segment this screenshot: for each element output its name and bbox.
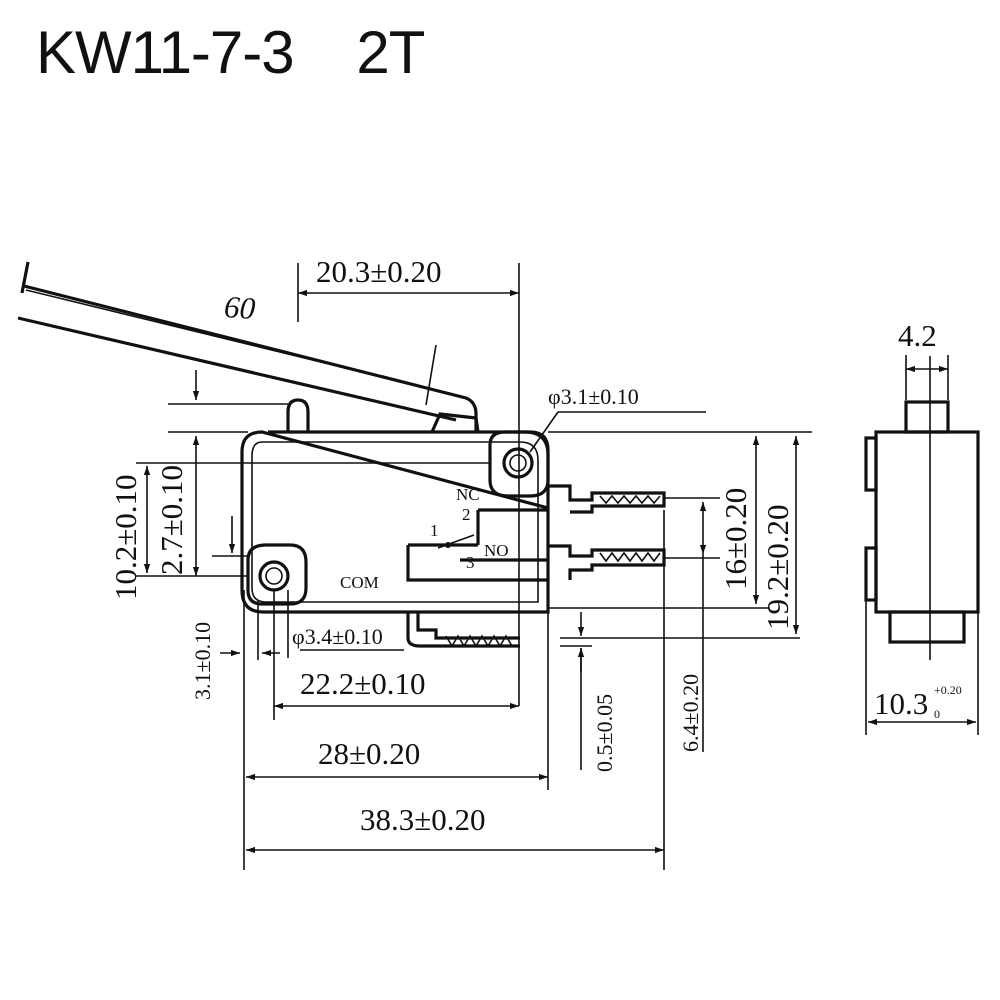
diagram-title: KW11-7-3 2T xyxy=(36,18,425,87)
nc-label: NC xyxy=(456,485,480,504)
internal-contacts xyxy=(406,508,548,582)
overall-height-label: 19.2±0.20 xyxy=(760,504,795,630)
top-mounting-hole xyxy=(488,430,550,498)
com-terminal xyxy=(406,612,520,648)
no-label: NO xyxy=(484,541,509,560)
side-depth-tol-upper: +0.20 xyxy=(934,683,962,697)
model-number: KW11-7-3 xyxy=(36,19,295,86)
com-label: COM xyxy=(340,573,379,592)
lever-arm xyxy=(17,261,478,432)
side-width-label: 4.2 xyxy=(898,318,937,353)
nc-pin-number: 2 xyxy=(462,505,471,524)
model-variant: 2T xyxy=(356,19,425,86)
no-pin-number: 3 xyxy=(466,553,475,572)
nc-terminal xyxy=(548,484,666,514)
bottom-mounting-hole xyxy=(246,543,308,606)
side-depth-tol-lower: 0 xyxy=(934,707,940,721)
pin-offset-label: 20.3±0.20 xyxy=(316,254,442,289)
lever-length-label: 60 xyxy=(223,289,257,326)
body-length-label: 28±0.20 xyxy=(318,736,420,771)
side-depth-label: 10.3 xyxy=(874,686,928,721)
bottom-hole-label: φ3.4±0.10 xyxy=(292,624,383,649)
com-pin-number: 1 xyxy=(430,521,439,540)
terminal-thickness-label: 0.5±0.05 xyxy=(592,694,617,772)
side-view xyxy=(864,355,980,735)
dimension-lines xyxy=(136,263,812,870)
top-hole-label: φ3.1±0.10 xyxy=(548,384,639,409)
hole-horizontal-label: 3.1±0.10 xyxy=(190,622,215,700)
height-left-label: 10.2±0.10 xyxy=(108,474,143,600)
overall-length-label: 38.3±0.20 xyxy=(360,802,486,837)
no-terminal xyxy=(548,544,666,580)
hole-vertical-label: 2.7±0.10 xyxy=(154,465,189,575)
nc-height-label: 16±0.20 xyxy=(718,488,753,590)
terminal-offset-label: 6.4±0.20 xyxy=(678,674,703,752)
hole-spacing-label: 22.2±0.10 xyxy=(300,666,426,701)
